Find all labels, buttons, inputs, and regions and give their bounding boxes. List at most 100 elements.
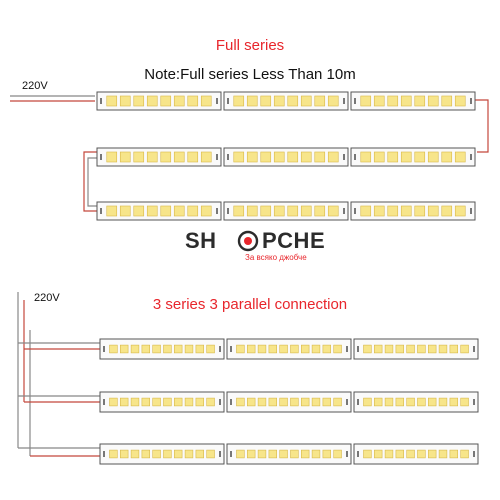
led-strip-segment (350, 147, 476, 167)
led-chip (300, 95, 312, 107)
led-chip (327, 151, 339, 163)
logo-tagline: За всяко джобче (245, 253, 307, 262)
led-chip (146, 151, 158, 163)
led-chip (438, 397, 448, 407)
led-chip (195, 397, 204, 407)
led-strip-segment (223, 201, 349, 221)
led-chip (290, 449, 299, 459)
led-chip (333, 397, 342, 407)
globe-icon (237, 230, 259, 252)
led-strip-segment (99, 338, 225, 360)
led-chip (106, 95, 118, 107)
led-chip (314, 151, 326, 163)
led-chip (133, 205, 145, 217)
led-chip (173, 151, 185, 163)
logo-text-start: SH (185, 228, 217, 253)
led-strip-segment (353, 443, 479, 465)
led-strip-segment (96, 147, 222, 167)
led-chip (417, 397, 426, 407)
voltage-label-bottom: 220V (34, 292, 60, 304)
led-chip (427, 449, 437, 459)
led-chip (195, 344, 204, 354)
led-strip-segment (350, 91, 476, 111)
led-chip (257, 344, 267, 354)
wires (10, 95, 489, 457)
led-chip (152, 449, 161, 459)
led-chip (400, 205, 412, 217)
led-chip (311, 344, 321, 354)
led-chip (441, 95, 453, 107)
led-chip (206, 449, 215, 459)
led-chip (395, 344, 404, 354)
led-chip (287, 95, 299, 107)
led-chip (246, 205, 258, 217)
led-chip (406, 344, 415, 354)
led-chip (236, 344, 245, 354)
led-chip (247, 449, 256, 459)
link-wire (83, 151, 97, 212)
led-chip (184, 344, 194, 354)
led-chip (373, 449, 383, 459)
led-chip (187, 151, 199, 163)
led-chip (373, 205, 385, 217)
led-chip (141, 344, 150, 354)
led-chip (460, 449, 469, 459)
led-strip-segment (226, 338, 352, 360)
led-chip (160, 95, 172, 107)
led-strip-segment (353, 391, 479, 413)
shopche-logo: SH PCHE За всяко джобче (185, 228, 335, 272)
link-wire (475, 99, 489, 153)
led-chip (106, 151, 118, 163)
led-chip (130, 397, 140, 407)
led-strip-segment (223, 91, 349, 111)
led-strip-segment (99, 443, 225, 465)
led-chip (260, 205, 272, 217)
led-chip (233, 205, 245, 217)
led-chip (119, 205, 131, 217)
led-chip (187, 95, 199, 107)
led-strip-segment (99, 391, 225, 413)
led-chip (247, 397, 256, 407)
led-chip (141, 397, 150, 407)
led-chip (268, 344, 277, 354)
led-chip (387, 95, 399, 107)
note-text: Note:Full series Less Than 10m (144, 66, 356, 83)
led-strips (96, 91, 479, 465)
led-chip (106, 205, 118, 217)
led-chip (163, 449, 172, 459)
led-chip (273, 151, 285, 163)
led-chip (384, 449, 394, 459)
led-strip-segment (350, 201, 476, 221)
led-chip (260, 95, 272, 107)
led-chip (206, 397, 215, 407)
led-chip (268, 449, 277, 459)
led-chip (322, 344, 331, 354)
led-chip (200, 95, 212, 107)
led-chip (384, 397, 394, 407)
led-chip (260, 151, 272, 163)
led-chip (246, 151, 258, 163)
led-chip (257, 397, 267, 407)
led-chip (363, 449, 372, 459)
led-chip (360, 95, 372, 107)
led-chip (184, 449, 194, 459)
led-chip (449, 344, 458, 354)
led-chip (427, 95, 439, 107)
led-chip (427, 205, 439, 217)
link-wire (87, 157, 97, 207)
led-chip (268, 397, 277, 407)
led-chip (449, 397, 458, 407)
led-chip (120, 344, 129, 354)
led-chip (449, 449, 458, 459)
led-chip (322, 397, 331, 407)
led-chip (427, 397, 437, 407)
led-chip (454, 205, 466, 217)
led-chip (322, 449, 331, 459)
led-chip (373, 397, 383, 407)
led-chip (360, 151, 372, 163)
led-chip (454, 95, 466, 107)
led-chip (236, 397, 245, 407)
parallel-title: 3 series 3 parallel connection (152, 296, 348, 313)
led-strip-segment (223, 147, 349, 167)
